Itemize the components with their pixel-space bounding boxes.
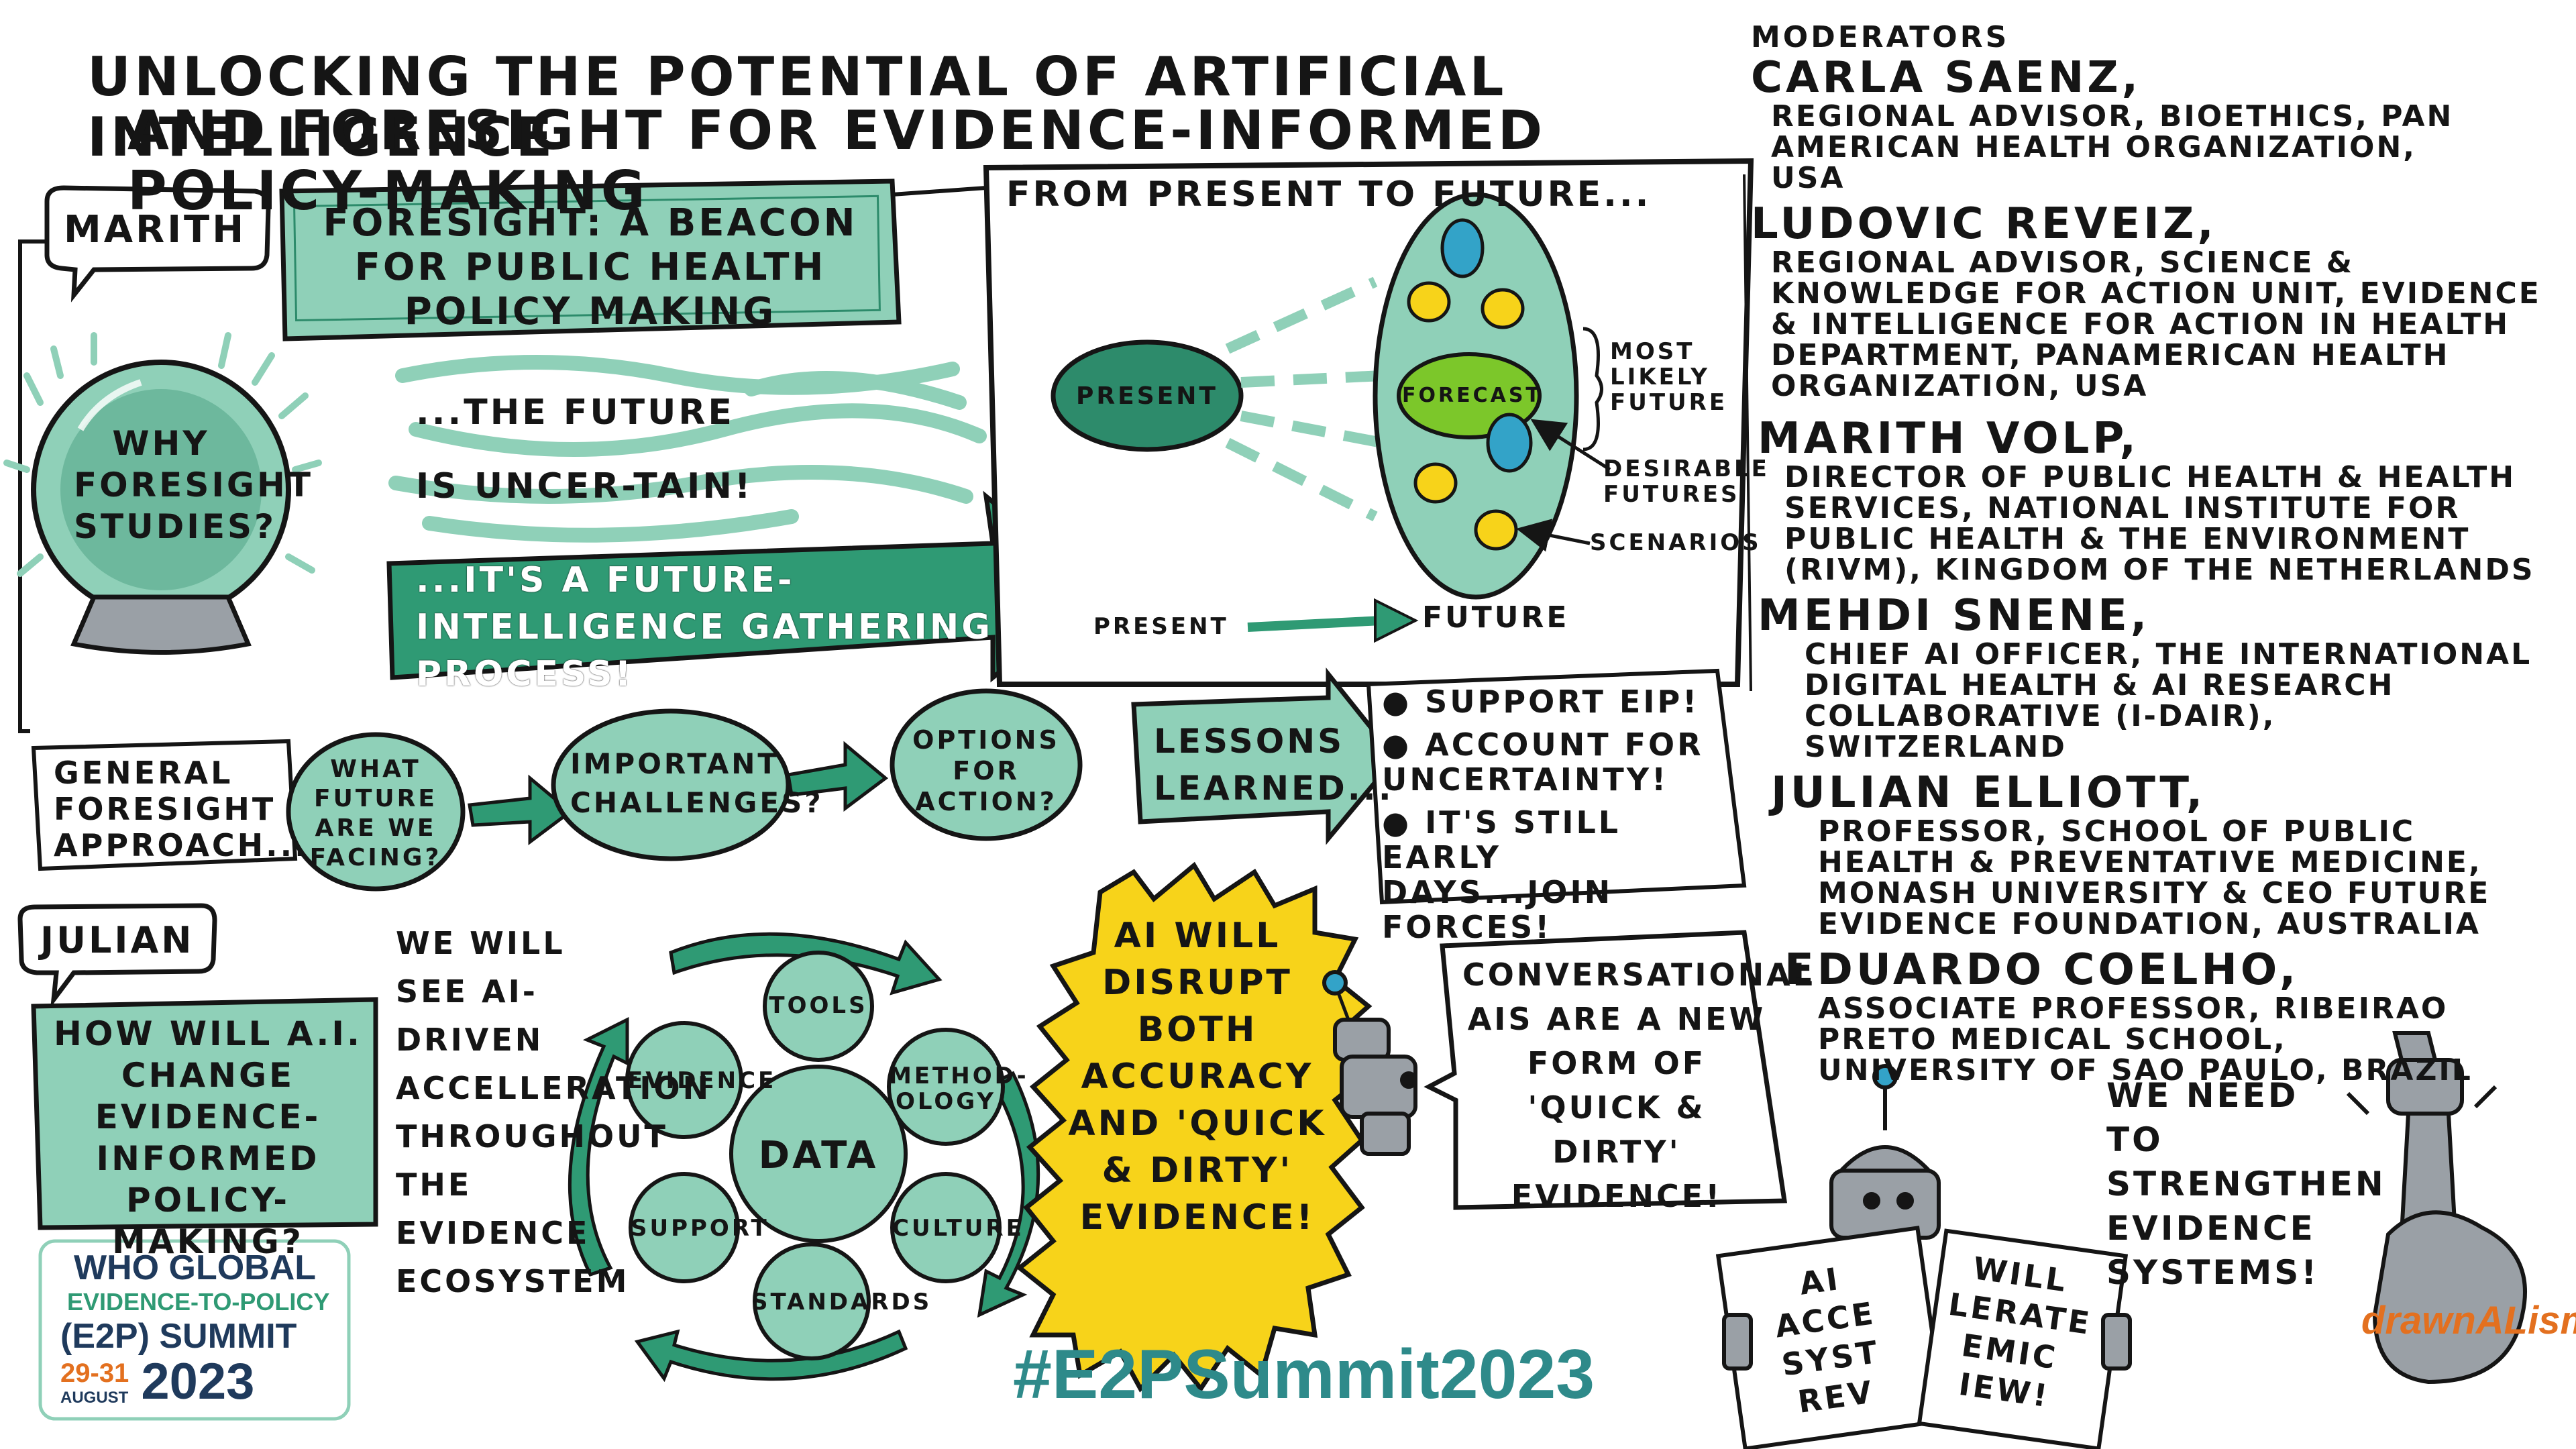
newspaper-right-text: WILL LERATE EMIC IEW! (1946, 1250, 2094, 1415)
newspaper-left-text: AI ACCE SYST REV (1772, 1260, 1882, 1420)
panelist-role: ASSOCIATE PROFESSOR, RIBEIRAO PRETO MEDI… (1818, 991, 2473, 1087)
julian-question-box (31, 997, 378, 1230)
desirable-futures-label: DESIRABLE FUTURES (1603, 455, 1770, 508)
crystal-ball-text: WHY FORESIGHT STUDIES? (74, 424, 313, 546)
moderator-role: REGIONAL ADVISOR, SCIENCE & KNOWLEDGE FO… (1771, 246, 2541, 403)
panelist-role: DIRECTOR OF PUBLIC HEALTH & HEALTH SERVI… (1784, 460, 2535, 587)
summit-logo-dates: 29-31 (60, 1358, 129, 1388)
lesson-text: SUPPORT EIP! (1425, 684, 1700, 720)
panelist-name: MEHDI SNENE, (1758, 591, 2151, 641)
lessons-box (1366, 668, 1747, 905)
axis-future-label: FUTURE (1422, 600, 1570, 635)
ai-burst-text: AI WILL DISRUPT BOTH ACCURACY AND 'QUICK… (1068, 916, 1327, 1238)
moderator-name: CARLA SAENZ, (1751, 53, 2141, 103)
panelist-role: CHIEF AI OFFICER, THE INTERNATIONAL DIGI… (1805, 637, 2532, 764)
summit-logo-month: AUGUST (60, 1389, 129, 1407)
panelist-name: JULIAN ELLIOTT, (1771, 768, 2206, 818)
top-connector-line (892, 186, 987, 197)
hashtag: #E2PSummit2023 (1013, 1336, 1595, 1413)
ecosystem-nodes (625, 951, 1005, 1360)
summit-logo-year: 2023 (141, 1353, 255, 1410)
ai-burst-shape (1016, 861, 1373, 1393)
approach-step-1 (286, 732, 466, 892)
summit-logo-line2: EVIDENCE-TO-POLICY (67, 1288, 330, 1316)
marith-tag-bubble (44, 185, 271, 303)
glow-strokes (3, 332, 322, 577)
present-oval-label: PRESENT (1076, 382, 1218, 410)
present-oval (1051, 339, 1244, 452)
approach-label: GENERAL FORESIGHT APPROACH... (54, 755, 309, 863)
strengthen-text: WE NEED TO STRENGTHEN EVIDENCE SYSTEMS! (2106, 1076, 2386, 1292)
panelist-role: PROFESSOR, SCHOOL OF PUBLIC HEALTH & PRE… (1818, 814, 2491, 941)
conversational-text: CONVERSATIONAL AIs ARE A NEW FORM OF 'QU… (1462, 957, 1815, 1214)
robot-small (1322, 970, 1417, 1156)
future-intelligence-arrow-text: ...IT'S A FUTURE-INTELLIGENCE GATHERING … (416, 560, 993, 694)
ecosystem-node-tools: TOOLS (769, 992, 868, 1019)
approach-step-1-text: WHAT FUTURE ARE WE FACING? (309, 755, 442, 871)
foresight-banner-shape (279, 178, 902, 341)
axis-present-label: PRESENT (1093, 613, 1229, 640)
scenarios-label: SCENARIOS (1590, 529, 1762, 556)
summit-logo-box (38, 1239, 351, 1421)
forecast-oval-label: FORECAST (1402, 384, 1542, 407)
julian-tag: JULIAN (40, 919, 195, 961)
robot-reader (1715, 1064, 2132, 1449)
ecosystem-node-evidence: EVIDENCE (627, 1067, 777, 1094)
summit-logo: WHO GLOBAL EVIDENCE-TO-POLICY (E2P) SUMM… (47, 1248, 342, 1407)
left-frame-line (18, 239, 47, 733)
page-title-line-1: UNLOCKING THE POTENTIAL of ARTIFICIAL IN… (87, 46, 1507, 168)
ecosystem-node-standards: STANDARDS (751, 1289, 932, 1316)
conversational-bubble (1424, 930, 1788, 1210)
ecosystem-center-label: DATA (758, 1134, 879, 1177)
panelist-name: EDUARDO COELHO, (1784, 945, 2300, 995)
most-likely-future-label: MOST LIKELY FUTURE (1610, 338, 1728, 416)
ecosystem-node-methodology: METHOD-OLOGY (889, 1063, 1029, 1115)
lesson-item: ● IT'S STILL EARLY DAYS...JOIN FORCES! (1382, 804, 1621, 945)
marith-tag: MARITH (64, 208, 247, 252)
moderators-heading: MODERATORS (1751, 20, 2010, 54)
approach-bubble (31, 739, 298, 871)
lesson-item: ● SUPPORT EIP! (1382, 684, 1700, 720)
data-node (729, 1065, 908, 1243)
approach-step-3-text: OPTIONS FOR ACTION? (912, 725, 1060, 816)
lessons-arrow-shape (1131, 667, 1399, 845)
approach-step-2-text: IMPORTANT CHALLENGES? (570, 747, 824, 819)
ecosystem-node-culture: CULTURE (892, 1215, 1024, 1242)
panelist-name: MARITH VOLP, (1758, 414, 2139, 464)
uncertain-streaks (388, 355, 987, 543)
lessons-list: ● SUPPORT EIP! ● ACCOUNT FOR UNCERTAINTY… (1382, 684, 1731, 945)
ecosystem-cycle (568, 932, 1040, 1383)
moderator-name: LUDOVIC REVEIZ, (1751, 199, 2217, 249)
julian-question-text: HOW WILL A.I. CHANGE EVIDENCE-INFORMED P… (53, 1014, 362, 1261)
summit-logo-line3: (E2P) SUMMIT (60, 1317, 297, 1356)
future-uncertain-text: ...THE FUTURE IS UNCER-TAIN! (416, 392, 753, 506)
julian-tag-bubble (17, 903, 217, 1008)
we-will-see-text: WE WILL SEE AI-DRIVEN ACCELLERATION THRO… (396, 925, 712, 1299)
speakers-column: MODERATORS CARLA SAENZ, REGIONAL ADVISOR… (1744, 20, 2563, 1086)
artist-logo: drawnALism (2361, 1299, 2576, 1342)
ecosystem-node-support: SUPPORT (631, 1215, 769, 1242)
foresight-banner: FORESIGHT: A BEACON FOR PUBLIC HEALTH PO… (323, 201, 858, 333)
robot-arm (2346, 1031, 2527, 1385)
lessons-label: LESSONS LEARNED... (1154, 722, 1394, 808)
approach-step-3 (890, 688, 1083, 841)
lesson-item: ● ACCOUNT FOR UNCERTAINTY! (1382, 727, 1704, 798)
present-future-heading: FROM PRESENT TO FUTURE... (1006, 174, 1652, 215)
crystal-ball-stand (70, 594, 252, 655)
lesson-text: ACCOUNT FOR UNCERTAINTY! (1382, 727, 1704, 798)
moderator-role: REGIONAL ADVISOR, BIOETHICS, PAN AMERICA… (1771, 99, 2454, 195)
page-title-line-2: AND FORESIGHT FOR EVIDENCE-INFORMED POLI… (127, 99, 1546, 222)
lesson-text: IT'S STILL EARLY DAYS...JOIN FORCES! (1382, 804, 1621, 945)
summit-logo-line1: WHO GLOBAL (74, 1248, 317, 1287)
